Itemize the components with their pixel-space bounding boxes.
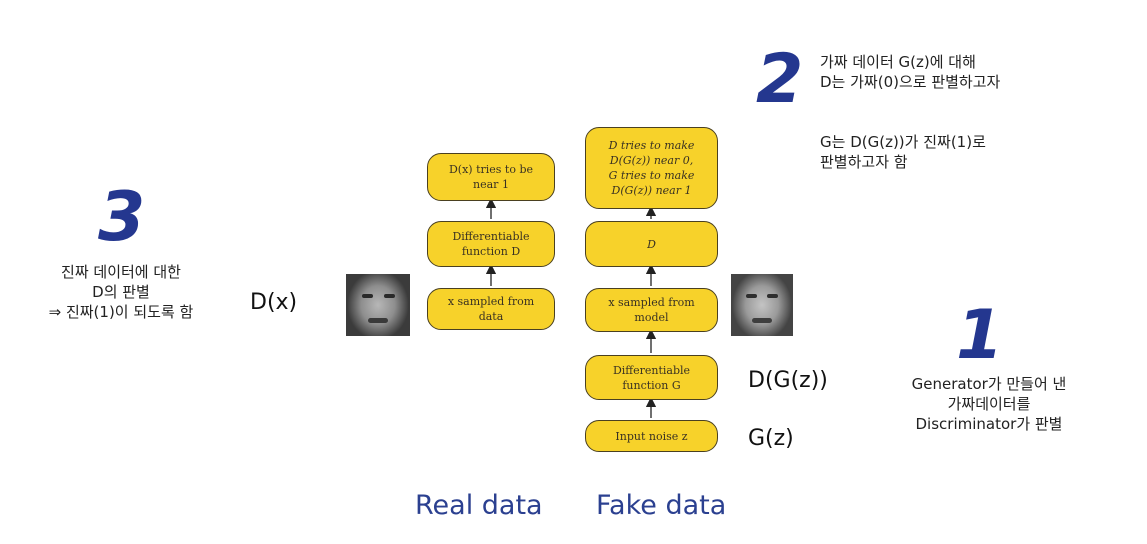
- fake-data-label: Fake data: [596, 490, 727, 521]
- label-g-of-z: G(z): [748, 426, 794, 451]
- real-sample-box: x sampled from data: [427, 288, 555, 330]
- step-1-text: Generator가 만들어 낸 가짜데이터를 Discriminator가 판…: [911, 375, 1067, 433]
- real-discriminator-box: Differentiable function D: [427, 221, 555, 267]
- step-2-text-a: 가짜 데이터 G(z)에 대해 D는 가짜(0)으로 판별하고자: [820, 53, 1001, 91]
- step-2-text-b: G는 D(G(z))가 진짜(1)로 판별하고자 함: [820, 133, 986, 171]
- real-data-label: Real data: [415, 490, 543, 521]
- fake-sample-box: x sampled from model: [585, 288, 718, 332]
- real-face-eye-right: [384, 294, 395, 298]
- step-1-number: 1: [956, 296, 1004, 375]
- step-2-number: 2: [756, 40, 804, 119]
- label-d-of-g-of-z: D(G(z)): [748, 368, 828, 393]
- fake-face-eye-left: [746, 294, 757, 298]
- fake-face-image: [731, 274, 793, 336]
- label-d-of-x: D(x): [250, 290, 298, 315]
- input-noise-box: Input noise z: [585, 420, 718, 452]
- fake-top-box: D tries to make D(G(z)) near 0, G tries …: [585, 127, 718, 209]
- real-face-eye-left: [362, 294, 373, 298]
- step-3-text: 진짜 데이터에 대한 D의 판별 ⇒ 진짜(1)이 되도록 함: [48, 263, 194, 321]
- fake-face-eye-right: [767, 294, 778, 298]
- real-face-mouth: [368, 318, 388, 323]
- real-face-image: [346, 274, 410, 336]
- fake-face-mouth: [752, 318, 772, 323]
- step-3-number: 3: [98, 178, 146, 257]
- fake-discriminator-box: D: [585, 221, 718, 267]
- real-top-box: D(x) tries to be near 1: [427, 153, 555, 201]
- generator-box: Differentiable function G: [585, 355, 718, 400]
